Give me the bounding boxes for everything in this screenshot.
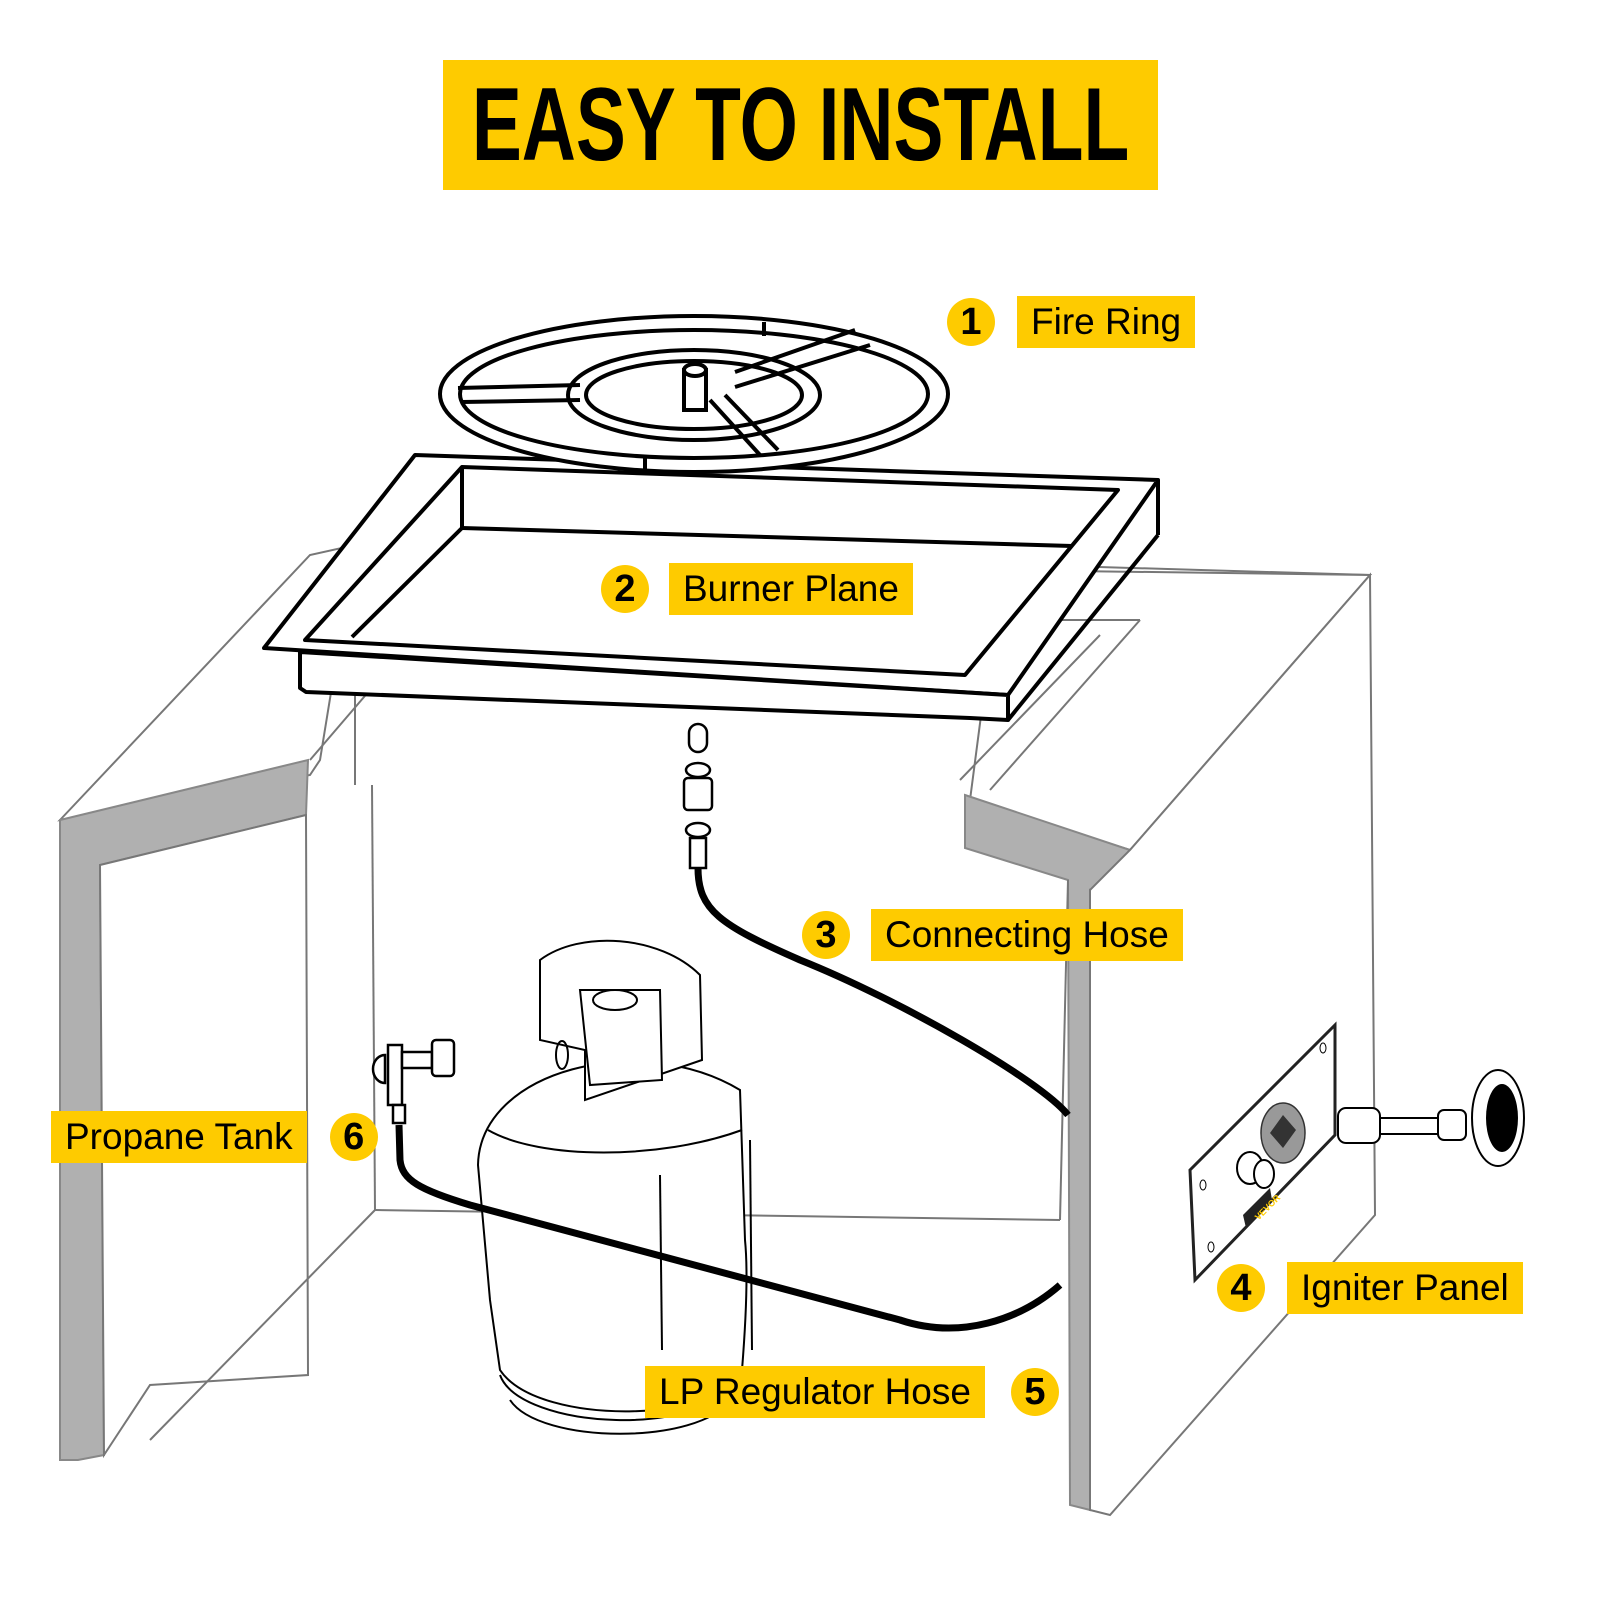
lp-regulator <box>371 1038 456 1125</box>
burner-pan <box>262 453 1160 722</box>
callout-lp-regulator-hose: LP Regulator Hose 5 <box>645 1366 1059 1418</box>
callout-number-badge: 5 <box>1010 1368 1059 1416</box>
callout-igniter-panel: 4 Igniter Panel <box>1217 1262 1523 1314</box>
lp-regulator-hose-line <box>395 1124 1063 1332</box>
page-title: EASY TO INSTALL <box>471 67 1130 183</box>
callout-number-badge: 6 <box>329 1113 378 1161</box>
callout-label: Burner Plane <box>669 563 913 615</box>
callout-burner-plane: 2 Burner Plane <box>601 563 913 615</box>
callout-label: Igniter Panel <box>1287 1262 1523 1314</box>
callout-number-badge: 3 <box>802 911 850 959</box>
callout-label: Fire Ring <box>1017 296 1196 348</box>
connecting-hose <box>682 722 1071 1118</box>
propane-tank <box>476 939 753 1435</box>
callout-connecting-hose: 3 Connecting Hose <box>802 909 1183 961</box>
callout-propane-tank: Propane Tank 6 <box>51 1111 378 1163</box>
callout-number-badge: 4 <box>1217 1264 1265 1312</box>
callout-fire-ring: 1 Fire Ring <box>947 296 1196 348</box>
callout-label: LP Regulator Hose <box>645 1366 985 1418</box>
callout-label: Connecting Hose <box>871 909 1183 961</box>
fire-ring <box>438 314 950 474</box>
callout-number-badge: 2 <box>601 565 649 613</box>
callout-number-badge: 1 <box>947 298 995 346</box>
title-banner: EASY TO INSTALL <box>443 60 1158 190</box>
connecting-hose-line <box>694 867 1071 1118</box>
callout-label: Propane Tank <box>51 1111 307 1163</box>
